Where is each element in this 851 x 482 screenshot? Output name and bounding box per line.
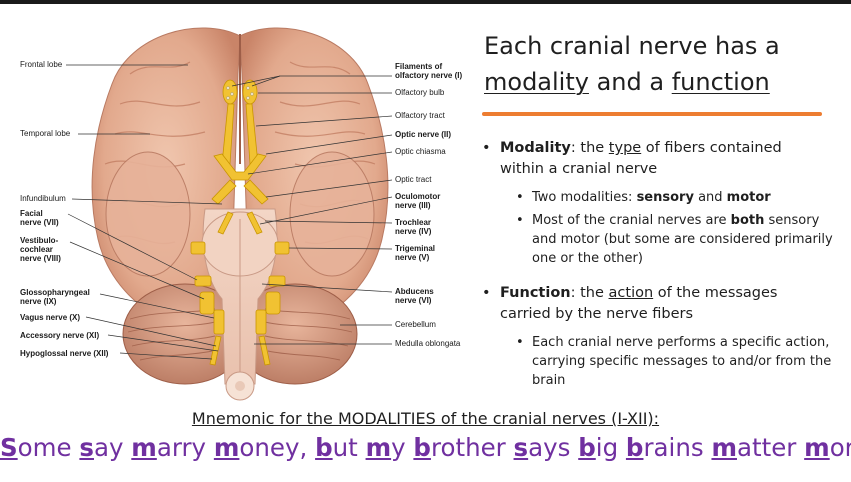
mnemonic-initial: s <box>513 433 529 462</box>
sub-bullet-two-modalities: Two modalities: sensory and motor <box>516 188 842 207</box>
label-frontal-lobe: Frontal lobe <box>20 60 63 69</box>
label-temporal-lobe: Temporal lobe <box>20 129 71 138</box>
label-accessory-nerve: Accessory nerve (XI) <box>20 331 100 340</box>
mnemonic-initial: b <box>413 433 431 462</box>
mnemonic-initial: m <box>804 433 830 462</box>
two-modalities-pre: Two modalities: <box>532 190 637 205</box>
mnemonic-rest: ig <box>595 433 619 462</box>
two-modalities-and: and <box>693 190 727 205</box>
slide-title: Each cranial nerve has a modality and a … <box>484 28 824 100</box>
leader-lines-right <box>231 75 393 345</box>
sub-bullet-most-both: Most of the cranial nerves are both sens… <box>516 211 842 268</box>
label-vestibulocochlear-nerve: Vestibulo- cochlear nerve (VIII) <box>20 236 61 263</box>
cerebral-hemispheres <box>91 27 389 335</box>
mnemonic-initial: s <box>79 433 94 462</box>
function-pre: : the <box>570 285 609 301</box>
slide-top-border <box>0 0 851 4</box>
mnemonic-rest: ay <box>93 433 124 462</box>
mnemonic-rest: y <box>391 433 406 462</box>
olfactory-filaments <box>226 86 254 100</box>
mnemonic-initial: m <box>131 433 157 462</box>
sub-bullet-function-detail: Each cranial nerve performs a specific a… <box>516 333 832 390</box>
label-olfactory-tract: Olfactory tract <box>395 111 445 120</box>
mnemonic-word: marry <box>131 433 206 462</box>
mnemonic-initial: b <box>315 433 333 462</box>
label-optic-nerve: Optic nerve (II) <box>395 130 452 139</box>
leader-lines-left <box>66 64 223 360</box>
mnemonic-word: brother <box>413 433 505 462</box>
mnemonic-sentence: Some say marry money, but my brother say… <box>0 433 851 462</box>
mnemonic-word: big <box>578 433 618 462</box>
mnemonic-rest: atter <box>736 433 797 462</box>
mnemonic-word: money, <box>214 433 307 462</box>
mnemonic-word: brains <box>626 433 704 462</box>
label-abducens-nerve: Abducens nerve (VI) <box>395 287 434 305</box>
mnemonic-rest: rains <box>643 433 704 462</box>
label-olfactory-filaments: Filaments of olfactory nerve (I) <box>395 62 463 80</box>
modality-definition: of fibers contained within a cranial ner… <box>500 140 782 177</box>
brain-illustration <box>66 27 393 401</box>
title-modality-word: modality <box>484 68 589 96</box>
most-both-pre: Most of the cranial nerves are <box>532 213 731 228</box>
title-line-1: Each cranial nerve has a <box>484 32 780 60</box>
label-hypoglossal-nerve: Hypoglossal nerve (XII) <box>20 349 109 358</box>
label-olfactory-bulb: Olfactory bulb <box>395 88 445 97</box>
title-accent-rule <box>482 112 822 116</box>
function-definition: of the messages carried by the nerve fib… <box>500 285 778 322</box>
mnemonic-initial: m <box>213 433 240 462</box>
mnemonic-initial: m <box>711 433 737 462</box>
mnemonic-rest: ome <box>17 433 72 462</box>
mnemonic-heading: Mnemonic for the MODALITIES of the crani… <box>0 409 851 428</box>
mnemonic-rest: ore <box>829 433 851 462</box>
label-vagus-nerve: Vagus nerve (X) <box>20 313 81 322</box>
bullet-modality: Modality: the type of fibers contained w… <box>482 138 830 180</box>
mnemonic-word: my <box>366 433 406 462</box>
mnemonic-initial: m <box>365 433 392 462</box>
mnemonic-initial: b <box>625 433 644 462</box>
modality-pre: : the <box>570 140 609 156</box>
mnemonic-heading-text: Mnemonic for the MODALITIES of the crani… <box>191 409 660 428</box>
label-cerebellum: Cerebellum <box>395 320 436 329</box>
label-infundibulum: Infundibulum <box>20 194 66 203</box>
mnemonic-word: more <box>804 433 851 462</box>
term-function: Function <box>500 285 571 301</box>
mnemonic-initial: S <box>0 433 18 462</box>
brain-inferior-view-figure: Frontal lobe Temporal lobe Infundibulum … <box>0 14 478 410</box>
label-glossopharyngeal-nerve: Glossopharyngeal nerve (IX) <box>20 288 90 306</box>
keyword-type: type <box>608 140 642 156</box>
bullet-function: Function: the action of the messages car… <box>482 283 830 325</box>
label-optic-tract: Optic tract <box>395 175 432 184</box>
mnemonic-word: Some <box>0 433 72 462</box>
label-facial-nerve: Facial nerve (VII) <box>20 209 59 227</box>
mnemonic-rest: ays <box>528 433 571 462</box>
mnemonic-rest: rother <box>430 433 506 462</box>
label-optic-chiasma: Optic chiasma <box>395 147 446 156</box>
label-trochlear-nerve: Trochlear nerve (IV) <box>395 218 432 236</box>
mnemonic-rest: oney, <box>239 433 308 462</box>
mnemonic-word: says <box>514 433 571 462</box>
title-and-a: and a <box>588 68 672 96</box>
mnemonic-word: but <box>315 433 358 462</box>
modality-sensory: sensory <box>636 190 694 205</box>
mnemonic-rest: ut <box>332 433 358 462</box>
label-oculomotor-nerve: Oculomotor nerve (III) <box>395 192 441 210</box>
mnemonic-word: matter <box>711 433 796 462</box>
word-both: both <box>730 213 765 228</box>
modality-motor: motor <box>726 190 771 205</box>
keyword-action: action <box>608 285 654 301</box>
mnemonic-rest: arry <box>156 433 207 462</box>
most-both-post: sensory and motor (but some are consider… <box>532 213 833 266</box>
mnemonic-word: say <box>79 433 123 462</box>
term-modality: Modality <box>500 140 571 156</box>
mnemonic-initial: b <box>578 433 596 462</box>
label-trigeminal-nerve: Trigeminal nerve (V) <box>395 244 436 262</box>
title-function-word: function <box>671 68 770 96</box>
label-medulla-oblongata: Medulla oblongata <box>395 339 461 348</box>
